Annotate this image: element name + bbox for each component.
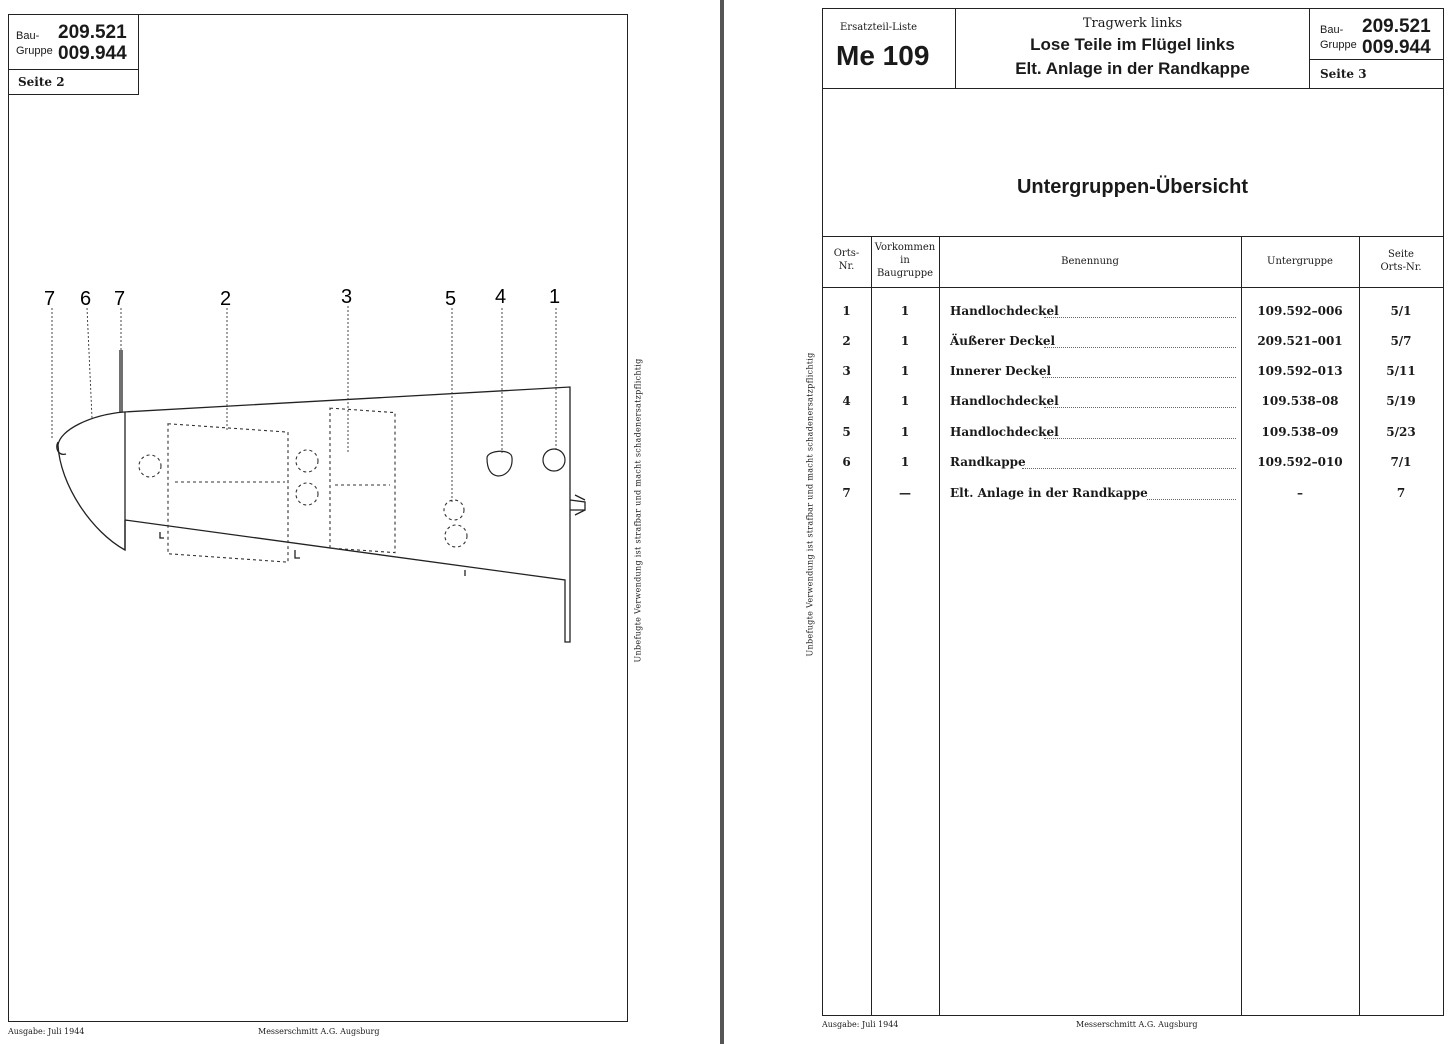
left-page-label: Seite 2 bbox=[18, 75, 65, 89]
right-header: Ersatzteil-Liste Me 109 Tragwerk links L… bbox=[822, 8, 1443, 89]
header-line2: Lose Teile im Flügel links bbox=[1030, 35, 1235, 54]
wingtip-cap bbox=[57, 411, 126, 552]
callout-1: 1 bbox=[549, 286, 560, 308]
right-bau-label: Bau- bbox=[1320, 24, 1344, 36]
col-seite: Seite Orts-Nr. bbox=[1380, 249, 1422, 273]
left-header-divider bbox=[8, 69, 138, 70]
right-side-note: Unbefugte Verwendung ist strafbar und ma… bbox=[805, 352, 815, 657]
right-header-divider bbox=[1310, 59, 1443, 60]
left-page: Bau- Gruppe 209.521 009.944 Seite 2 bbox=[0, 0, 720, 1044]
left-bau-number: 209.521 bbox=[58, 22, 127, 43]
left-header-box: Bau- Gruppe 209.521 009.944 Seite 2 bbox=[8, 14, 139, 95]
callout-7b: 7 bbox=[114, 288, 125, 310]
header-line1: Tragwerk links bbox=[1082, 16, 1183, 31]
cover-4 bbox=[486, 450, 513, 477]
left-footer-company: Messerschmitt A.G. Augsburg bbox=[258, 1027, 380, 1036]
col-benennung: Benennung bbox=[1061, 256, 1119, 267]
left-page-frame bbox=[8, 14, 628, 1022]
callout-4: 4 bbox=[495, 286, 506, 308]
header-line3: Elt. Anlage in der Randkappe bbox=[1015, 59, 1250, 78]
right-page: Ersatzteil-Liste Me 109 Tragwerk links L… bbox=[724, 0, 1450, 1044]
hole-left bbox=[138, 454, 162, 478]
left-gruppe-label: Gruppe bbox=[16, 45, 53, 57]
right-footer-company: Messerschmitt A.G. Augsburg bbox=[1076, 1020, 1198, 1029]
col-vorkommen: Vorkommen in Baugruppe bbox=[874, 242, 936, 279]
callout-3: 3 bbox=[341, 286, 352, 308]
antenna-mast bbox=[119, 350, 123, 412]
header-model: Me 109 bbox=[836, 40, 930, 71]
panel-2 bbox=[167, 423, 289, 563]
col-orts-nr: Orts- Nr. bbox=[833, 248, 860, 272]
col-untergruppe: Untergruppe bbox=[1267, 256, 1333, 267]
left-gruppe-number: 009.944 bbox=[58, 43, 127, 64]
right-gruppe-number: 009.944 bbox=[1362, 37, 1431, 58]
hole-5a bbox=[443, 499, 465, 521]
header-small-label: Ersatzteil-Liste bbox=[840, 22, 918, 33]
wing-drawing: 7 6 7 2 3 5 4 1 bbox=[44, 286, 586, 643]
right-footer-edition: Ausgabe: Juli 1944 bbox=[822, 1020, 899, 1029]
callout-7a: 7 bbox=[44, 288, 55, 310]
callout-6: 6 bbox=[80, 288, 91, 310]
parts-table: Orts- Nr. Vorkommen in Baugruppe Benennu… bbox=[822, 236, 1443, 1015]
right-page-frame bbox=[822, 8, 1444, 1016]
callout-5: 5 bbox=[445, 288, 456, 310]
right-page-label: Seite 3 bbox=[1320, 67, 1367, 81]
callout-2: 2 bbox=[220, 288, 231, 310]
wing-outline bbox=[123, 386, 571, 643]
cover-1 bbox=[542, 448, 566, 472]
right-gruppe-label: Gruppe bbox=[1320, 39, 1357, 51]
left-side-note: Unbefugte Verwendung ist strafbar und ma… bbox=[633, 358, 643, 663]
panel-3 bbox=[329, 407, 396, 554]
left-bau-label: Bau- bbox=[16, 30, 40, 42]
left-footer-edition: Ausgabe: Juli 1944 bbox=[8, 1027, 85, 1036]
right-bau-number: 209.521 bbox=[1362, 16, 1431, 37]
header-group-cell: Bau- Gruppe 209.521 009.944 Seite 3 bbox=[1310, 8, 1443, 88]
header-model-cell: Ersatzteil-Liste Me 109 bbox=[822, 8, 956, 88]
header-title-cell: Tragwerk links Lose Teile im Flügel link… bbox=[956, 8, 1310, 88]
page-gutter bbox=[720, 0, 724, 1044]
section-title: Untergruppen-Übersicht bbox=[1016, 176, 1249, 198]
